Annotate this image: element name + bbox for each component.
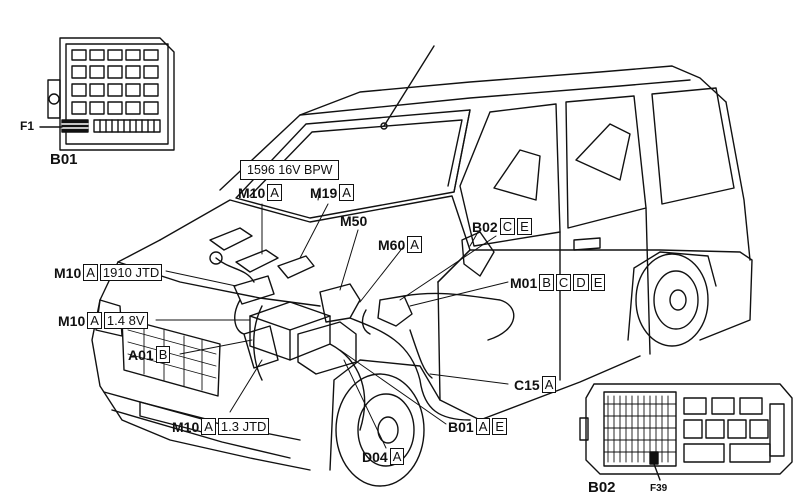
m01-code: M01 xyxy=(510,274,538,291)
label-m60: M60 A xyxy=(378,236,422,253)
label-m01: M01 B C D E xyxy=(510,274,606,291)
b02-panel-label: B02 xyxy=(588,480,616,495)
m19-code: M19 xyxy=(310,184,338,201)
m01-box-b: B xyxy=(539,274,554,291)
m01-box-c: C xyxy=(555,274,572,291)
label-m10-top: M10 A xyxy=(238,184,282,201)
engine-variant-header: 1596 16V BPW xyxy=(240,160,340,180)
b01-fusebox-drawing xyxy=(39,37,175,151)
m01-box-d: D xyxy=(573,274,589,291)
m10-14-box-variant: 1.4 8V xyxy=(103,312,148,329)
m01-box-e: E xyxy=(590,274,606,291)
m50-code: M50 xyxy=(340,213,368,229)
b02-car-box-c: C xyxy=(499,218,516,235)
label-b01-car: B01 A E xyxy=(448,418,508,435)
leader-lines xyxy=(155,187,509,449)
c15-code: C15 xyxy=(514,376,540,393)
m10-1910jtd-code: M10 xyxy=(54,264,82,281)
m10-top-box-a: A xyxy=(267,184,282,201)
f1-fuse-label: F1 xyxy=(20,120,34,132)
label-m10-13jtd: M10 A 1.3 JTD xyxy=(172,418,270,435)
d04-code: D04 xyxy=(362,448,388,465)
m10-13jtd-box-a: A xyxy=(201,418,216,435)
a01-box-b: B xyxy=(155,346,171,363)
m10-top-code: M10 xyxy=(238,184,266,201)
m60-code: M60 xyxy=(378,236,406,253)
label-a01: A01 B xyxy=(128,346,171,363)
b02-car-code: B02 xyxy=(472,218,498,235)
m10-14-box-a: A xyxy=(87,312,102,329)
m10-1910jtd-box-variant: 1910 JTD xyxy=(99,264,163,281)
m60-box-a: A xyxy=(407,236,422,253)
label-c15: C15 A xyxy=(514,376,557,393)
b01-panel-text: B01 xyxy=(50,151,78,168)
b01-car-box-a: A xyxy=(475,418,491,435)
label-m10-14-8v: M10 A 1.4 8V xyxy=(58,312,148,329)
engine-components xyxy=(209,227,515,431)
label-b02-car: B02 C E xyxy=(472,218,532,235)
b02-fusebox-drawing xyxy=(579,383,793,481)
label-m19: M19 A xyxy=(310,184,354,201)
b02-car-box-e: E xyxy=(517,218,532,235)
b01-panel-label: B01 xyxy=(50,152,78,167)
m10-1910jtd-box-a: A xyxy=(83,264,98,281)
label-d04: D04 A xyxy=(362,448,405,465)
c15-box-a: A xyxy=(541,376,557,393)
d04-box-a: A xyxy=(389,448,405,465)
f39-fuse-label: F39 xyxy=(650,484,667,494)
a01-code: A01 xyxy=(128,346,154,363)
m10-13jtd-box-variant: 1.3 JTD xyxy=(217,418,270,435)
f1-fuse-text: F1 xyxy=(20,119,35,133)
b01-car-code: B01 xyxy=(448,418,474,435)
b02-panel-text: B02 xyxy=(588,479,616,496)
label-m50: M50 xyxy=(340,214,367,228)
m10-13jtd-code: M10 xyxy=(172,418,200,435)
m19-box-a: A xyxy=(339,184,354,201)
f39-fuse-text: F39 xyxy=(650,483,668,494)
b01-car-box-e: E xyxy=(492,418,508,435)
label-m10-1910jtd: M10 A 1910 JTD xyxy=(54,264,163,281)
m10-14-code: M10 xyxy=(58,312,86,329)
